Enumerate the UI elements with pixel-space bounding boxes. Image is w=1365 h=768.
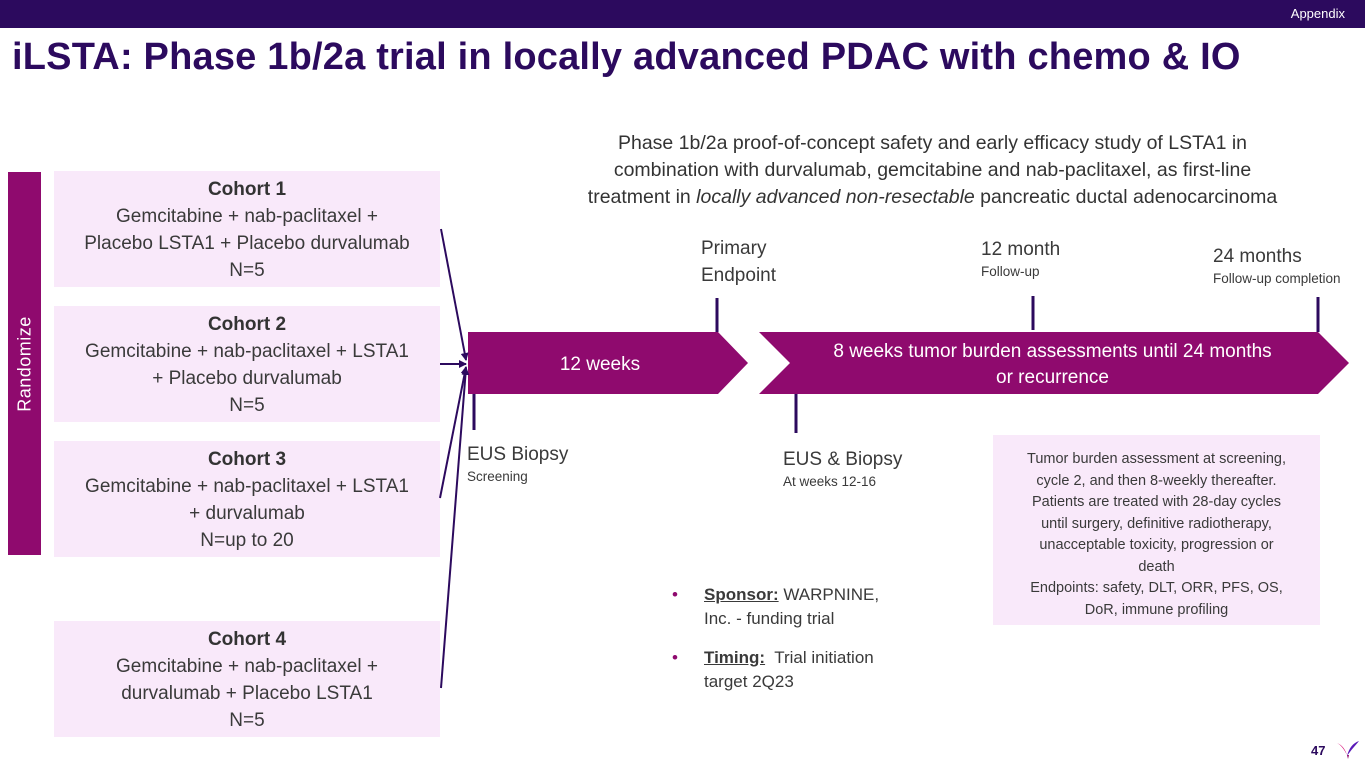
marker-title: 12 month	[981, 239, 1061, 260]
phase-2-label-line-2: or recurrence	[996, 367, 1109, 388]
marker-subtitle: Follow-up completion	[1213, 271, 1341, 286]
bullet-dot-icon: •	[672, 648, 678, 667]
top-bar: Appendix	[0, 0, 1365, 28]
cohort-size: N=5	[229, 260, 265, 281]
study-description-line-3: treatment in locally advanced non-resect…	[540, 184, 1325, 211]
bullet-dot-icon: •	[672, 585, 678, 604]
assessment-info-box: Tumor burden assessment at screening, cy…	[993, 435, 1320, 625]
marker-title: EUS Biopsy	[467, 444, 569, 465]
bullet-text: Trial initiation target 2Q23	[704, 648, 879, 691]
week-12-biopsy-marker: EUS & Biopsy At weeks 12-16	[783, 446, 902, 490]
randomize-label: Randomize	[14, 315, 34, 412]
cohort-1-box: Cohort 1 Gemcitabine + nab-paclitaxel + …	[54, 171, 440, 287]
phase-2-label: 8 weeks tumor burden assessments until 2…	[790, 339, 1315, 391]
cohort-regimen-line-1: Gemcitabine + nab-paclitaxel +	[116, 656, 378, 677]
study-description-line-1: Phase 1b/2a proof-of-concept safety and …	[617, 132, 1248, 154]
cohort-heading: Cohort 3	[207, 449, 287, 470]
cohort-3-connector	[439, 366, 469, 499]
company-logo-icon	[1337, 741, 1359, 759]
cohort-4-box: Cohort 4 Gemcitabine + nab-paclitaxel + …	[54, 621, 440, 737]
cohort-2-box: Cohort 2 Gemcitabine + nab-paclitaxel + …	[54, 306, 440, 422]
info-line: unacceptable toxicity, progression or	[1039, 537, 1274, 553]
bullet-label: Sponsor:	[704, 585, 779, 604]
cohort-regimen-line-1: Gemcitabine + nab-paclitaxel + LSTA1	[85, 476, 409, 497]
marker-title: EUS & Biopsy	[783, 449, 903, 470]
cohort-regimen-line-2: + durvalumab	[189, 503, 305, 524]
marker-subtitle: Follow-up	[981, 264, 1040, 279]
page-title: iLSTA: Phase 1b/2a trial in locally adva…	[12, 36, 1241, 78]
line3-prefix: treatment in	[587, 186, 697, 208]
phase-1-label: 12 weeks	[559, 354, 641, 375]
primary-endpoint-marker: Primary Endpoint	[701, 235, 776, 289]
marker-title-line-2: Endpoint	[701, 265, 777, 286]
info-line: Tumor burden assessment at screening,	[1027, 451, 1286, 467]
bullet-label: Timing:	[704, 648, 766, 667]
trial-details-list: • Sponsor: WARPNINE, Inc. - funding tria…	[670, 583, 910, 709]
info-line: cycle 2, and then 8-weekly thereafter.	[1036, 472, 1277, 489]
cohort-heading: Cohort 2	[207, 314, 287, 335]
cohort-heading: Cohort 1	[207, 179, 287, 200]
info-line: DoR, immune profiling	[1084, 601, 1229, 618]
cohort-size: N=5	[229, 395, 265, 416]
cohort-regimen-line-1: Gemcitabine + nab-paclitaxel +	[116, 206, 378, 227]
cohort-regimen-line-2: durvalumab + Placebo LSTA1	[121, 683, 373, 704]
marker-title: 24 months	[1213, 246, 1302, 267]
study-description: Phase 1b/2a proof-of-concept safety and …	[540, 130, 1325, 211]
marker-subtitle: At weeks 12-16	[783, 474, 877, 489]
cohort-size: N=up to 20	[200, 530, 294, 551]
line3-italic: locally advanced non-resectable	[696, 186, 975, 208]
cohort-4-connector	[440, 367, 470, 689]
info-line: Endpoints: safety, DLT, ORR, PFS, OS,	[1030, 580, 1283, 596]
cohort-1-connector	[440, 228, 469, 361]
screening-biopsy-marker: EUS Biopsy Screening	[467, 441, 568, 485]
bullet-text: WARPNINE, Inc. - funding trial	[704, 585, 880, 628]
cohort-regimen-line-2: Placebo LSTA1 + Placebo durvalumab	[84, 233, 410, 254]
study-description-line-2: combination with durvalumab, gemcitabine…	[613, 159, 1252, 181]
twelve-month-marker: 12 month Follow-up	[981, 236, 1060, 280]
marker-title-line-1: Primary	[701, 238, 767, 259]
twenty-four-month-marker: 24 months Follow-up completion	[1213, 243, 1341, 287]
section-label: Appendix	[1290, 6, 1345, 21]
bullet-sponsor: • Sponsor: WARPNINE, Inc. - funding tria…	[670, 583, 910, 631]
marker-subtitle: Screening	[467, 469, 528, 484]
cohort-regimen-line-2: + Placebo durvalumab	[152, 368, 342, 389]
cohort-3-box: Cohort 3 Gemcitabine + nab-paclitaxel + …	[54, 441, 440, 557]
info-line: Patients are treated with 28-day cycles	[1031, 494, 1282, 510]
phase-2-label-line-1: 8 weeks tumor burden assessments until 2…	[833, 341, 1272, 362]
bullet-timing: • Timing: Trial initiation target 2Q23	[670, 646, 910, 694]
info-line: death	[1138, 558, 1175, 575]
page-number: 47	[1311, 743, 1326, 758]
randomize-bar: Randomize	[8, 172, 41, 555]
cohort-regimen-line-1: Gemcitabine + nab-paclitaxel + LSTA1	[85, 341, 409, 362]
line3-suffix: pancreatic ductal adenocarcinoma	[974, 186, 1278, 208]
info-line: until surgery, definitive radiotherapy,	[1041, 515, 1272, 532]
cohort-size: N=5	[229, 710, 265, 731]
cohort-heading: Cohort 4	[207, 629, 287, 650]
